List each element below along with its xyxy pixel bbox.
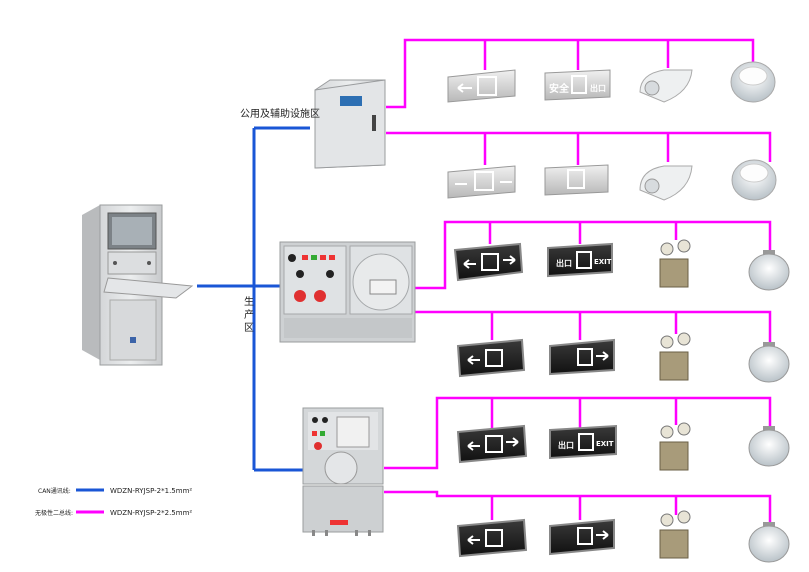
downlight-2: [731, 159, 777, 201]
production-area-label: 生 产 区: [244, 295, 254, 334]
safe-exit-sign-1: 安全 出口: [544, 69, 611, 101]
svg-text:区: 区: [244, 322, 254, 334]
svg-text:CAN通讯线:: CAN通讯线:: [38, 487, 71, 495]
can-bus-lines: [197, 126, 310, 472]
ex-exit-sign-left-arrow-4: [456, 338, 526, 378]
ex-exit-sign-exit-3: 出口 EXIT: [547, 242, 613, 278]
legend-item-bus: 无极性二总线: WDZN-RYJSP-2*2.5mm²: [35, 509, 192, 517]
explosion-proof-distribution-box-2: [302, 407, 384, 536]
twin-emergency-light-2: [639, 165, 693, 201]
exit-sign-left-arrow-1: [447, 69, 516, 103]
svg-text:产: 产: [244, 308, 254, 321]
ex-exit-sign-right-arrow-6: [549, 518, 615, 556]
svg-text:WDZN-RYJSP-2*1.5mm²: WDZN-RYJSP-2*1.5mm²: [110, 487, 192, 495]
ex-pendant-light-3: [748, 250, 790, 291]
svg-text:EXIT: EXIT: [594, 258, 612, 266]
ex-pendant-light-4: [748, 342, 790, 383]
downlight-1: [730, 61, 776, 103]
svg-text:安全: 安全: [549, 82, 570, 95]
ex-exit-sign-left-arrow-5: [456, 424, 528, 464]
svg-text:EXIT: EXIT: [596, 440, 614, 448]
ex-exit-sign-left-arrow-3: [453, 242, 524, 282]
public-area-label: 公用及辅助设施区: [240, 107, 320, 120]
svg-text:出口: 出口: [556, 258, 572, 268]
ex-pendant-light-6: [748, 522, 790, 563]
monitoring-host-console: [82, 204, 194, 366]
ex-emergency-light-4: [659, 332, 691, 381]
ex-emergency-light-5: [659, 422, 691, 471]
ex-exit-sign-exit-5: 出口 EXIT: [549, 424, 617, 460]
ex-exit-sign-right-arrow-4: [549, 338, 615, 376]
svg-text:出口: 出口: [590, 83, 606, 93]
explosion-proof-distribution-box-1: [279, 241, 416, 343]
public-area-distribution-cabinet: [314, 79, 386, 169]
ex-emergency-light-3: [659, 239, 691, 288]
legend-item-can: CAN通讯线: WDZN-RYJSP-2*1.5mm²: [38, 487, 192, 495]
svg-text:出口: 出口: [558, 440, 574, 450]
ex-emergency-light-6: [659, 510, 691, 559]
exit-sign-blank-2: [544, 164, 609, 196]
twin-emergency-light-1: [639, 69, 693, 103]
svg-text:WDZN-RYJSP-2*2.5mm²: WDZN-RYJSP-2*2.5mm²: [110, 509, 192, 517]
polarity-free-bus-lines: [384, 38, 772, 523]
legend: CAN通讯线: WDZN-RYJSP-2*1.5mm² 无极性二总线: WDZN…: [35, 487, 192, 517]
svg-text:生: 生: [244, 295, 254, 308]
ex-pendant-light-5: [748, 426, 790, 467]
svg-text:无极性二总线:: 无极性二总线:: [35, 509, 73, 517]
exit-sign-double-arrow-2: [447, 165, 516, 199]
ex-exit-sign-left-arrow-6: [456, 518, 528, 558]
